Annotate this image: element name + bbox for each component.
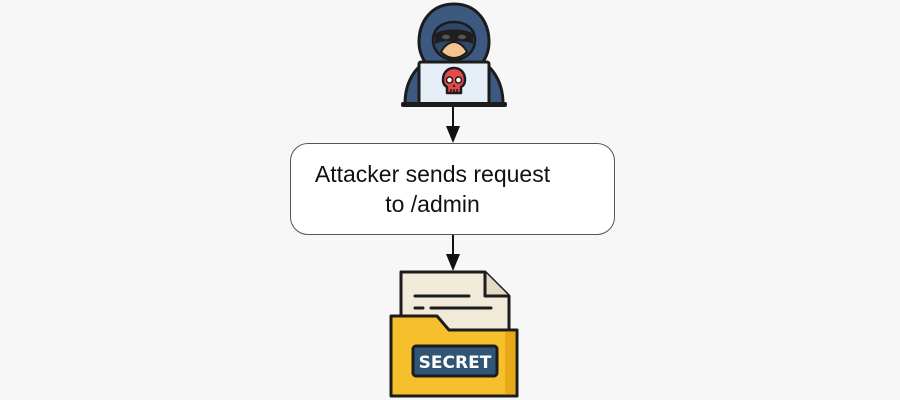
arrow-attacker-to-request (446, 107, 460, 143)
arrow-request-to-secret (446, 235, 460, 271)
secret-folder-icon: SECRET (389, 270, 519, 398)
process-box-attacker-request: Attacker sends request to /admin (290, 143, 615, 235)
process-text-line-1: Attacker sends request (314, 161, 551, 187)
secret-label: SECRET (419, 353, 492, 373)
process-text-line-2: to /admin (385, 191, 480, 217)
process-box-text: Attacker sends request to /admin (291, 159, 614, 219)
hacker-with-laptop-icon (401, 2, 507, 107)
skull-icon (441, 66, 467, 95)
